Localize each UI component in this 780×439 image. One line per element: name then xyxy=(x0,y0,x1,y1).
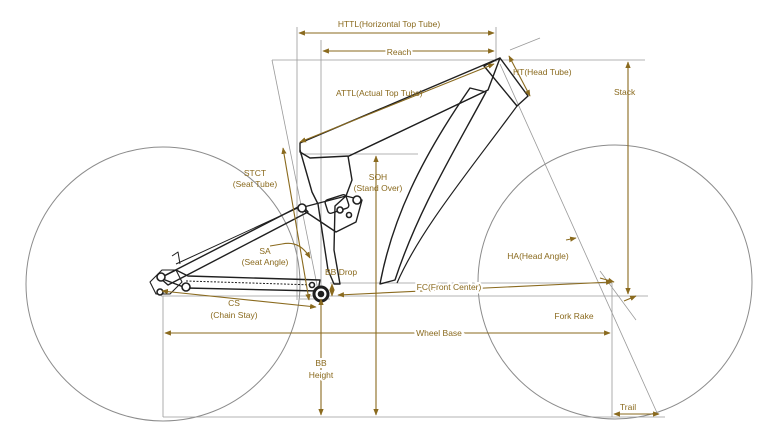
ht-dimension xyxy=(508,55,531,97)
soh-label-line1: SOH xyxy=(369,172,387,182)
reference-lines xyxy=(161,27,665,418)
sa-label-line1: SA xyxy=(259,246,271,256)
ht-label: HT(Head Tube) xyxy=(513,67,572,77)
sa-label-line2: (Seat Angle) xyxy=(242,257,289,267)
bb-height-label-line2: Height xyxy=(309,370,334,380)
reach-label: Reach xyxy=(387,47,412,57)
cs-label-line2: (Chain Stay) xyxy=(210,310,257,320)
top-tube-shape xyxy=(299,57,501,159)
attl-dimension xyxy=(299,63,495,143)
rocker-link xyxy=(299,195,363,233)
httl-label: HTTL(Horizontal Top Tube) xyxy=(338,19,441,29)
front-wheel xyxy=(477,144,753,420)
seat-tube-shape xyxy=(299,149,353,285)
dimension-lines xyxy=(161,30,660,417)
cs-label-line1: CS xyxy=(228,298,240,308)
bb-height-label-line1: BB xyxy=(315,358,327,368)
fc-dimension xyxy=(337,279,613,298)
head-angle-arc xyxy=(565,236,577,242)
attl-label: ATTL(Actual Top Tube) xyxy=(336,88,423,98)
ha-label: HA(Head Angle) xyxy=(507,251,569,261)
bb-drop-label: BB Drop xyxy=(325,267,357,277)
wheel-base-label: Wheel Base xyxy=(416,328,462,338)
seat-angle-arc xyxy=(281,242,311,259)
trail-label: Trail xyxy=(620,402,636,412)
stct-label-line1: STCT xyxy=(244,168,266,178)
soh-label-line2: (Stand Over) xyxy=(354,183,403,193)
stct-dimension xyxy=(281,147,311,301)
fork-rake-dimension xyxy=(623,295,637,302)
stct-label-line2: (Seat Tube) xyxy=(233,179,278,189)
fork-rake-label: Fork Rake xyxy=(554,311,593,321)
fc-label: FC(Front Center) xyxy=(417,282,482,292)
stack-label: Stack xyxy=(614,87,636,97)
cs-dimension xyxy=(161,288,317,310)
